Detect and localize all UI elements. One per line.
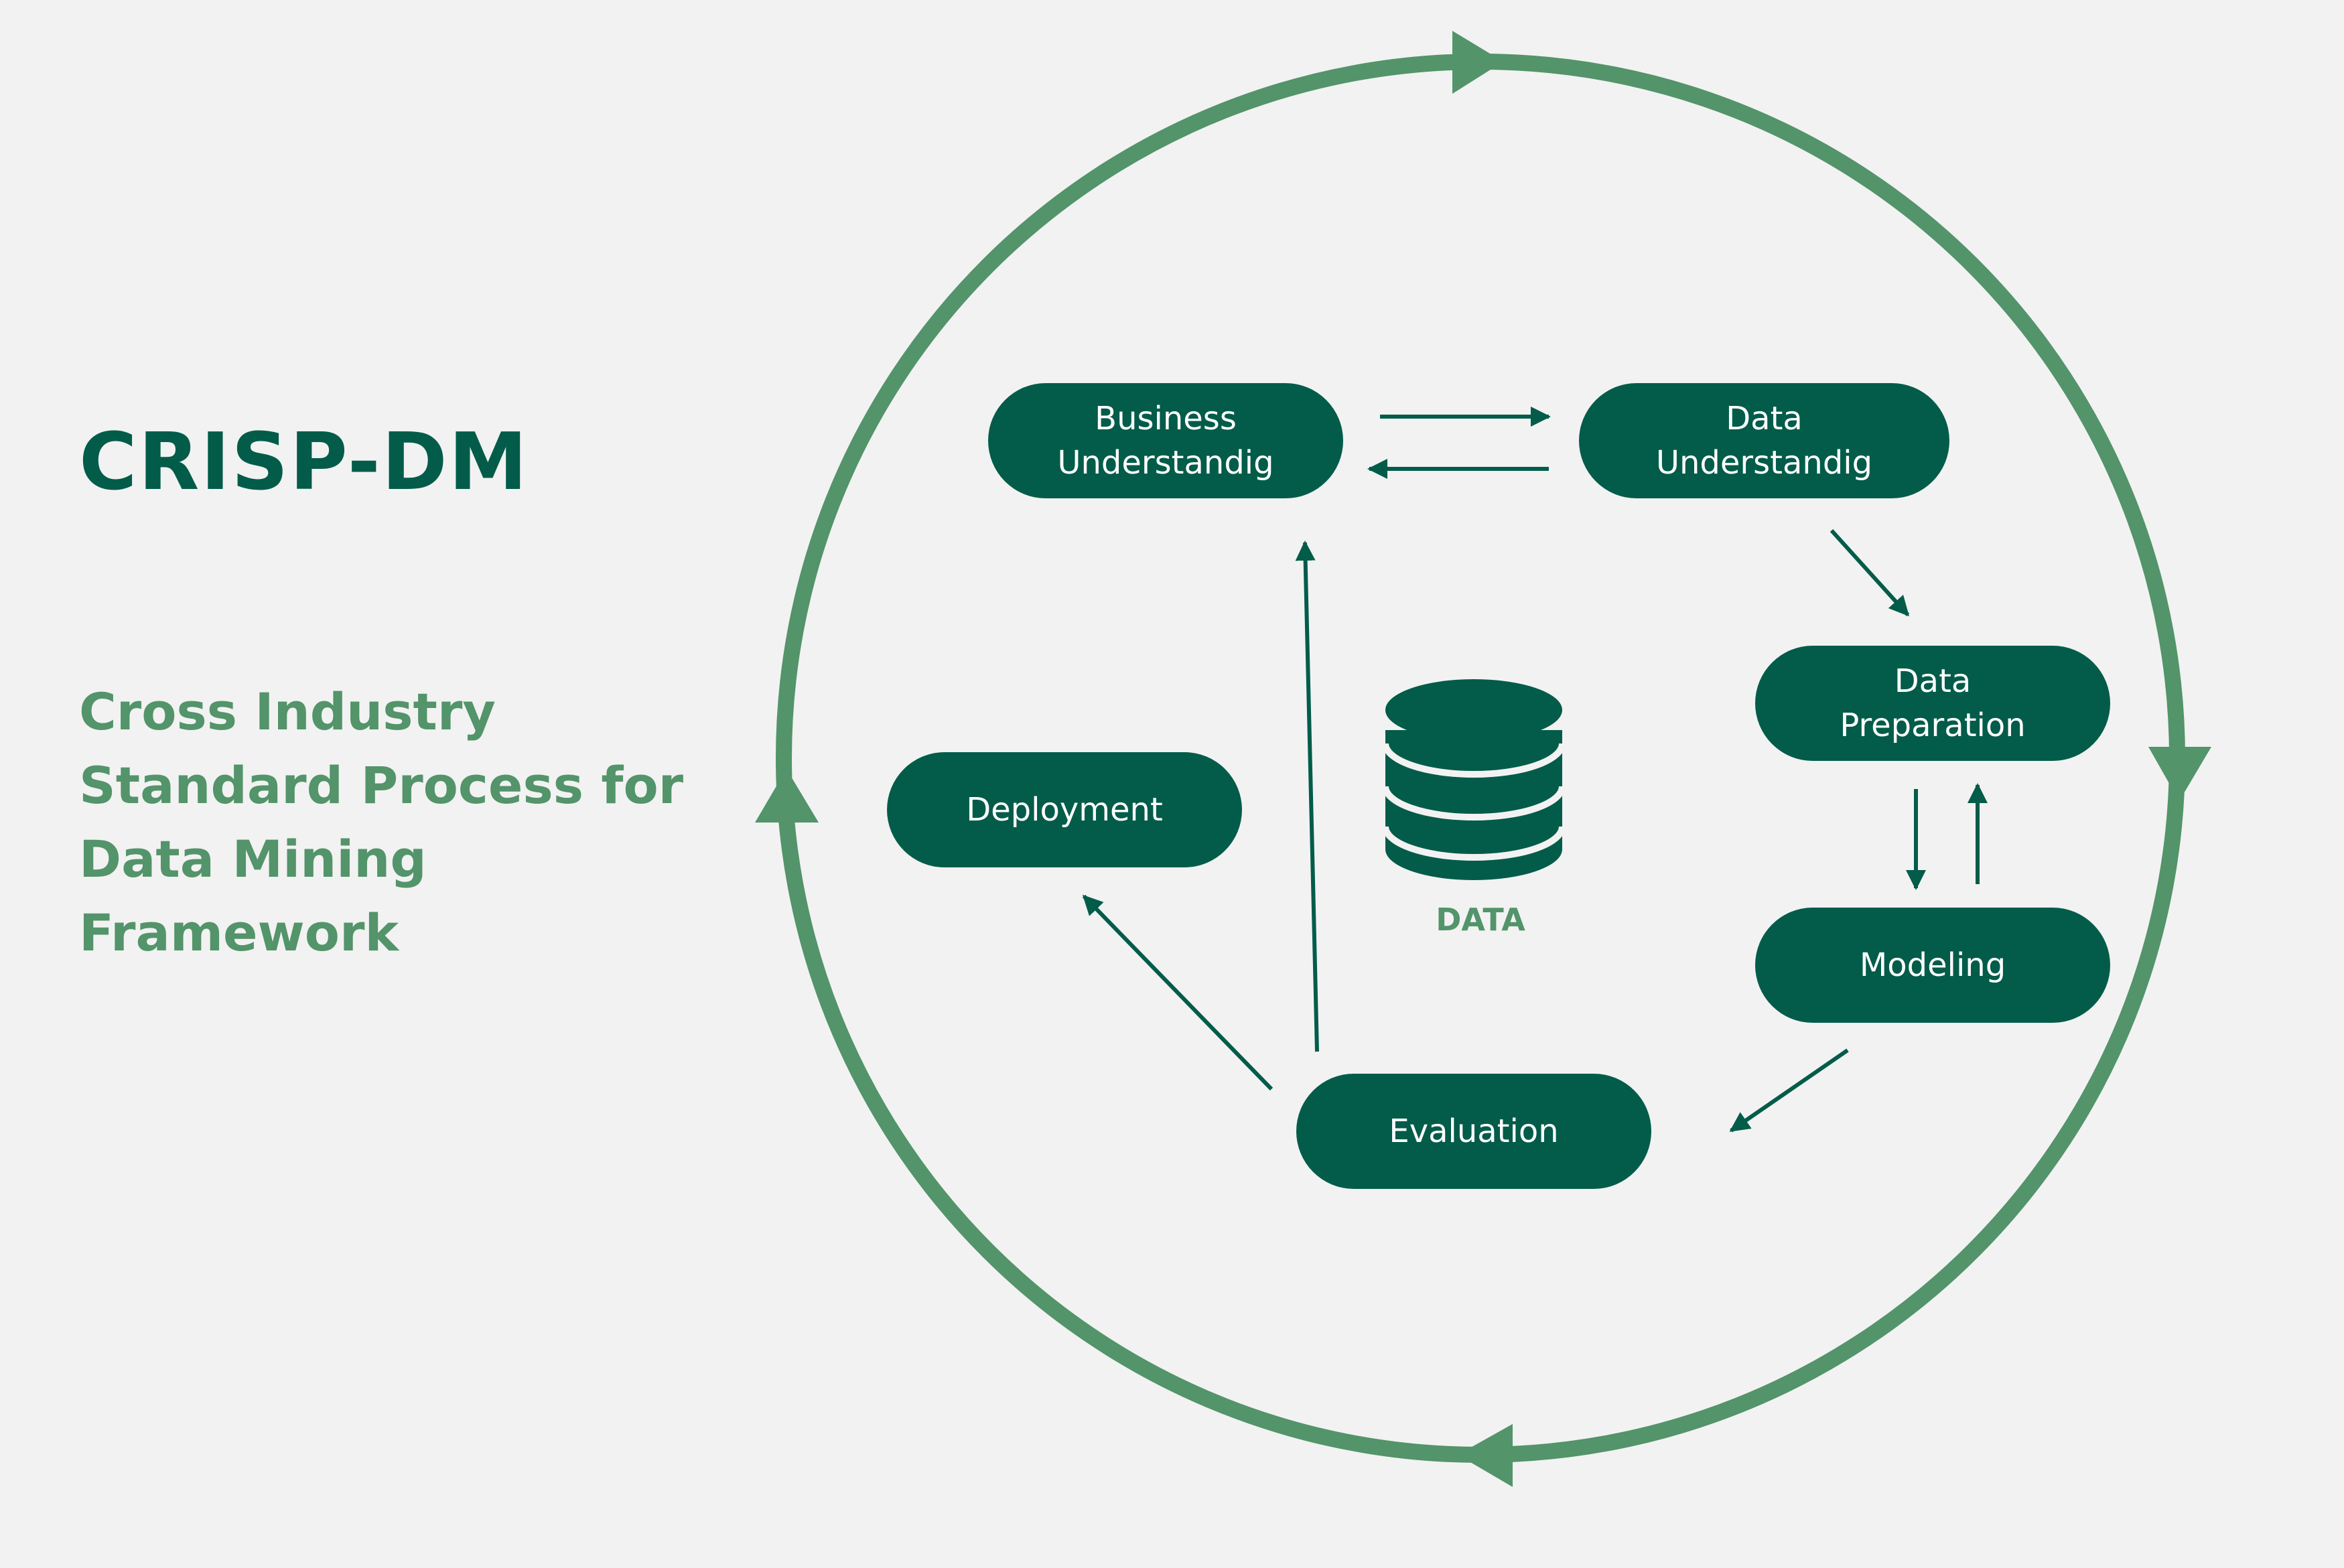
subtitle: Cross Industry Standard Process for Data…	[79, 675, 683, 970]
arrow-evaluation-to-business	[1295, 541, 1319, 1052]
subtitle-line: Data Mining	[79, 829, 427, 889]
data-label: DATA	[1436, 902, 1525, 938]
node-label: Data	[1894, 662, 1972, 700]
node-modeling: Modeling	[1755, 908, 2110, 1023]
node-business-understanding: Business Understandig	[988, 383, 1343, 498]
node-label: Business	[1095, 400, 1237, 437]
node-evaluation: Evaluation	[1296, 1074, 1651, 1189]
node-label: Evaluation	[1389, 1113, 1559, 1150]
arrow-data-understanding-to-preparation	[1830, 528, 1910, 617]
node-data-preparation: Data Preparation	[1755, 646, 2110, 761]
page-title: CRISP-DM	[79, 415, 529, 508]
arrow-evaluation-to-deployment	[1082, 894, 1273, 1091]
arrow-modeling-to-evaluation	[1729, 1048, 1849, 1133]
node-data-understanding: Data Understandig	[1579, 383, 1949, 498]
subtitle-line: Standard Process for	[79, 756, 684, 815]
subtitle-line: Cross Industry	[79, 682, 496, 741]
cycle-arrowhead-left	[755, 769, 819, 823]
node-label: Deployment	[966, 791, 1163, 829]
cycle-arrowhead-top	[1452, 31, 1503, 94]
node-label: Modeling	[1859, 946, 2006, 984]
node-label: Data	[1726, 400, 1803, 437]
subtitle-line: Framework	[79, 903, 399, 963]
node-label: Understandig	[1057, 444, 1274, 482]
cycle-arrowhead-bottom	[1458, 1424, 1513, 1487]
node-label: Understandig	[1655, 444, 1873, 482]
node-label: Preparation	[1840, 707, 2026, 744]
database-icon	[1382, 679, 1566, 880]
cycle-arrowhead-right	[2148, 747, 2211, 801]
node-deployment: Deployment	[887, 752, 1242, 867]
